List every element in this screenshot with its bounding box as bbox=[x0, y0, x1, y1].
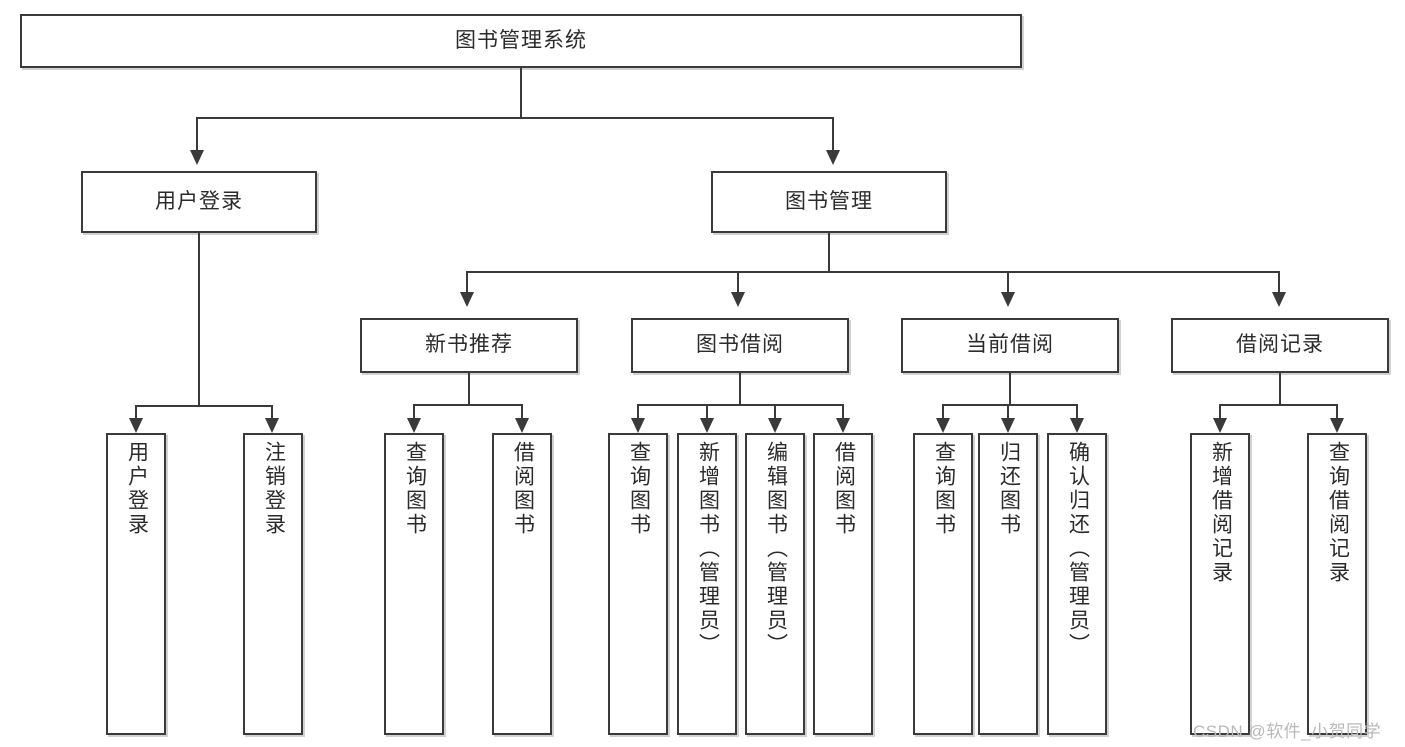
leaf-current-borrow-return[interactable]: 归还图书 bbox=[978, 433, 1038, 735]
arrowhead-cb-leaf-2 bbox=[1001, 418, 1015, 433]
connector-user-login-drop-1 bbox=[135, 405, 137, 425]
connector-new-book-drop-2 bbox=[521, 404, 523, 424]
arrowhead-leaf-logout bbox=[265, 418, 279, 433]
connector-root-to-book-mgmt bbox=[832, 117, 834, 151]
node-label: 查询图书 bbox=[932, 441, 956, 537]
leaf-user-login-logout[interactable]: 注销登录 bbox=[243, 433, 303, 735]
node-label: 当前借阅 bbox=[966, 333, 1054, 357]
leaf-new-book-borrow[interactable]: 借阅图书 bbox=[492, 433, 552, 735]
node-label: 借阅图书 bbox=[832, 441, 856, 537]
node-label: 图书管理系统 bbox=[455, 28, 587, 52]
connector-book-mgmt-stem bbox=[828, 233, 830, 272]
arrowhead-leaf-user-login bbox=[129, 418, 143, 433]
connector-to-new-book bbox=[466, 271, 468, 295]
connector-to-current-borrow bbox=[1007, 271, 1009, 295]
node-label: 借阅记录 bbox=[1236, 333, 1324, 357]
connector-bb-drop-3 bbox=[774, 404, 776, 424]
connector-book-mgmt-bus bbox=[466, 271, 1280, 273]
node-root-system[interactable]: 图书管理系统 bbox=[20, 14, 1022, 68]
arrowhead-book-borrow bbox=[731, 292, 745, 307]
node-label: 查询借阅记录 bbox=[1326, 441, 1350, 585]
arrowhead-br-leaf-1 bbox=[1213, 418, 1227, 433]
connector-to-borrow-record bbox=[1278, 271, 1280, 295]
connector-root-to-user-login bbox=[196, 117, 198, 151]
arrowhead-current-borrow bbox=[1001, 292, 1015, 307]
arrowhead-bb-leaf-1 bbox=[631, 418, 645, 433]
connector-root-stem bbox=[520, 68, 522, 118]
connector-user-login-drop-2 bbox=[271, 405, 273, 425]
leaf-user-login-login[interactable]: 用户登录 bbox=[106, 433, 166, 735]
leaf-book-borrow-edit[interactable]: 编辑图书（管理员） bbox=[745, 433, 805, 735]
node-borrow-record[interactable]: 借阅记录 bbox=[1171, 318, 1389, 373]
arrowhead-cb-leaf-1 bbox=[936, 418, 950, 433]
connector-bb-drop-1 bbox=[637, 404, 639, 424]
leaf-new-book-query[interactable]: 查询图书 bbox=[384, 433, 444, 735]
arrowhead-new-book bbox=[460, 292, 474, 307]
node-label: 注销登录 bbox=[262, 441, 286, 537]
connector-borrow-record-stem bbox=[1279, 373, 1281, 405]
arrowhead-bb-leaf-2 bbox=[700, 418, 714, 433]
connector-current-borrow-stem bbox=[1009, 373, 1011, 405]
connector-root-bus bbox=[196, 117, 834, 119]
leaf-borrow-record-query[interactable]: 查询借阅记录 bbox=[1307, 433, 1367, 735]
node-book-borrow[interactable]: 图书借阅 bbox=[631, 318, 849, 373]
connector-borrow-record-bus bbox=[1219, 404, 1337, 406]
connector-new-book-bus bbox=[413, 404, 523, 406]
node-new-book-recommend[interactable]: 新书推荐 bbox=[360, 318, 578, 373]
node-label: 新书推荐 bbox=[425, 333, 513, 357]
connector-book-borrow-stem bbox=[739, 373, 741, 405]
node-label: 借阅图书 bbox=[511, 441, 535, 537]
connector-br-drop-1 bbox=[1219, 404, 1221, 424]
node-label: 查询图书 bbox=[627, 441, 651, 537]
connector-current-borrow-bus bbox=[942, 404, 1077, 406]
arrowhead-borrow-record bbox=[1272, 292, 1286, 307]
arrowhead-bb-leaf-4 bbox=[836, 418, 850, 433]
leaf-borrow-record-add[interactable]: 新增借阅记录 bbox=[1190, 433, 1250, 735]
node-user-login[interactable]: 用户登录 bbox=[81, 171, 317, 233]
leaf-book-borrow-query[interactable]: 查询图书 bbox=[608, 433, 668, 735]
node-label: 新增借阅记录 bbox=[1209, 441, 1233, 585]
node-label: 归还图书 bbox=[997, 441, 1021, 537]
connector-bb-drop-4 bbox=[842, 404, 844, 424]
node-label: 新增图书（管理员） bbox=[696, 441, 720, 657]
node-label: 确认归还（管理员） bbox=[1066, 441, 1090, 657]
connector-bb-drop-2 bbox=[706, 404, 708, 424]
node-label: 图书借阅 bbox=[696, 333, 784, 357]
node-label: 编辑图书（管理员） bbox=[764, 441, 788, 657]
node-label: 用户登录 bbox=[125, 441, 149, 537]
node-label: 查询图书 bbox=[403, 441, 427, 537]
node-label: 用户登录 bbox=[155, 189, 243, 213]
connector-user-login-stem bbox=[198, 233, 200, 406]
leaf-current-borrow-confirm[interactable]: 确认归还（管理员） bbox=[1047, 433, 1107, 735]
connector-new-book-stem bbox=[468, 373, 470, 405]
leaf-book-borrow-borrow[interactable]: 借阅图书 bbox=[813, 433, 873, 735]
arrowhead-nb-leaf-1 bbox=[407, 418, 421, 433]
arrowhead-cb-leaf-3 bbox=[1070, 418, 1084, 433]
connector-br-drop-2 bbox=[1336, 404, 1338, 424]
arrowhead-br-leaf-2 bbox=[1330, 418, 1344, 433]
connector-to-book-borrow bbox=[737, 271, 739, 295]
connector-cb-drop-1 bbox=[942, 404, 944, 424]
leaf-book-borrow-add[interactable]: 新增图书（管理员） bbox=[677, 433, 737, 735]
connector-cb-drop-2 bbox=[1007, 404, 1009, 424]
node-current-borrow[interactable]: 当前借阅 bbox=[901, 318, 1119, 373]
arrowhead-bb-leaf-3 bbox=[768, 418, 782, 433]
connector-user-login-bus bbox=[135, 405, 272, 407]
arrowhead-book-mgmt bbox=[826, 150, 840, 165]
node-book-management[interactable]: 图书管理 bbox=[711, 171, 947, 233]
node-label: 图书管理 bbox=[785, 189, 873, 213]
connector-new-book-drop-1 bbox=[413, 404, 415, 424]
connector-book-borrow-bus bbox=[637, 404, 844, 406]
leaf-current-borrow-query[interactable]: 查询图书 bbox=[913, 433, 973, 735]
arrowhead-nb-leaf-2 bbox=[515, 418, 529, 433]
connector-cb-drop-3 bbox=[1076, 404, 1078, 424]
arrowhead-user-login bbox=[190, 150, 204, 165]
